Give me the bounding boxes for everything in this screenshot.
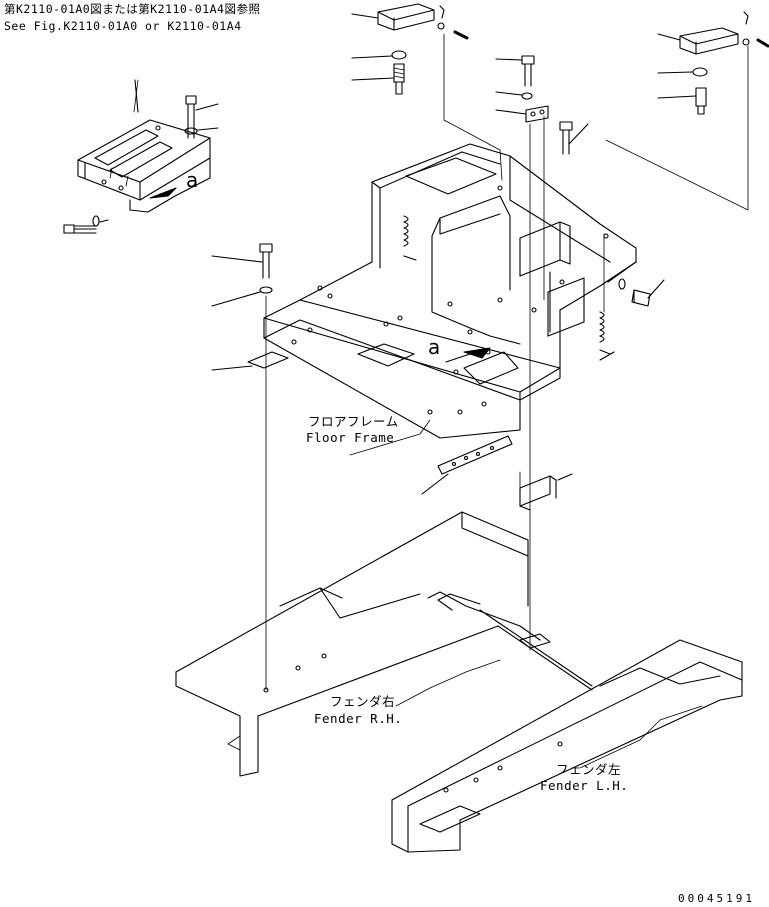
top-hardware-group [351,3,769,155]
shim-and-clamp [421,435,573,511]
reference-bracket-assembly [63,79,219,234]
fender-lh [391,639,743,853]
alignment-leader-lines [133,33,749,769]
view-marker-top: a [186,168,199,192]
floor-frame [211,143,665,439]
fender-rh-label-jp: フェンダ右 [330,694,396,709]
fender-rh-label-en: Fender R.H. [314,711,403,726]
floor-frame-label-en: Floor Frame [306,430,395,445]
fender-lh-label-jp: フェンダ左 [556,762,622,777]
view-marker-frame: a [428,335,441,359]
fender-lh-label-en: Fender L.H. [540,778,629,793]
reference-note-en: See Fig.K2110-01A0 or K2110-01A4 [4,19,242,33]
reference-note-jp: 第K2110-01A0図または第K2110-01A4図参照 [4,2,261,16]
document-number: 00045191 [678,892,755,905]
floor-frame-label-jp: フロアフレーム [308,414,399,429]
